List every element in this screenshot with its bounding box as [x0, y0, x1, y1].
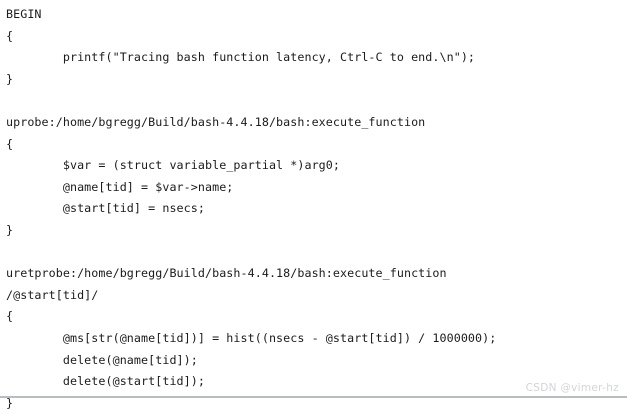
code-line: delete(@start[tid]);: [6, 374, 205, 389]
code-lines-container: BEGIN { printf("Tracing bash function lat…: [6, 4, 627, 414]
code-line: @name[tid] = $var->name;: [6, 179, 234, 194]
code-line: /@start[tid]/: [6, 287, 99, 302]
code-line: }: [6, 222, 14, 237]
code-line: printf("Tracing bash function latency, C…: [6, 50, 476, 65]
code-line: {: [6, 28, 14, 43]
code-line-blank: [6, 90, 627, 112]
code-line: BEGIN: [6, 7, 42, 21]
code-line: $var = (struct variable_partial *)arg0;: [6, 158, 341, 173]
code-line: {: [6, 136, 14, 151]
code-line: uprobe:/home/bgregg/Build/bash-4.4.18/ba…: [6, 114, 426, 129]
code-line: {: [6, 309, 14, 324]
code-line: }: [6, 395, 14, 410]
code-line: @start[tid] = nsecs;: [6, 201, 205, 216]
code-line: }: [6, 71, 14, 86]
csdn-watermark: CSDN @vimer-hz: [525, 382, 619, 394]
code-listing: BEGIN { printf("Tracing bash function lat…: [0, 7, 627, 410]
code-line: delete(@name[tid]);: [6, 352, 198, 367]
code-line: uretprobe:/home/bgregg/Build/bash-4.4.18…: [6, 266, 447, 281]
code-line: @ms[str(@name[tid])] = hist((nsecs - @st…: [6, 330, 497, 345]
code-line-blank: [6, 242, 627, 264]
